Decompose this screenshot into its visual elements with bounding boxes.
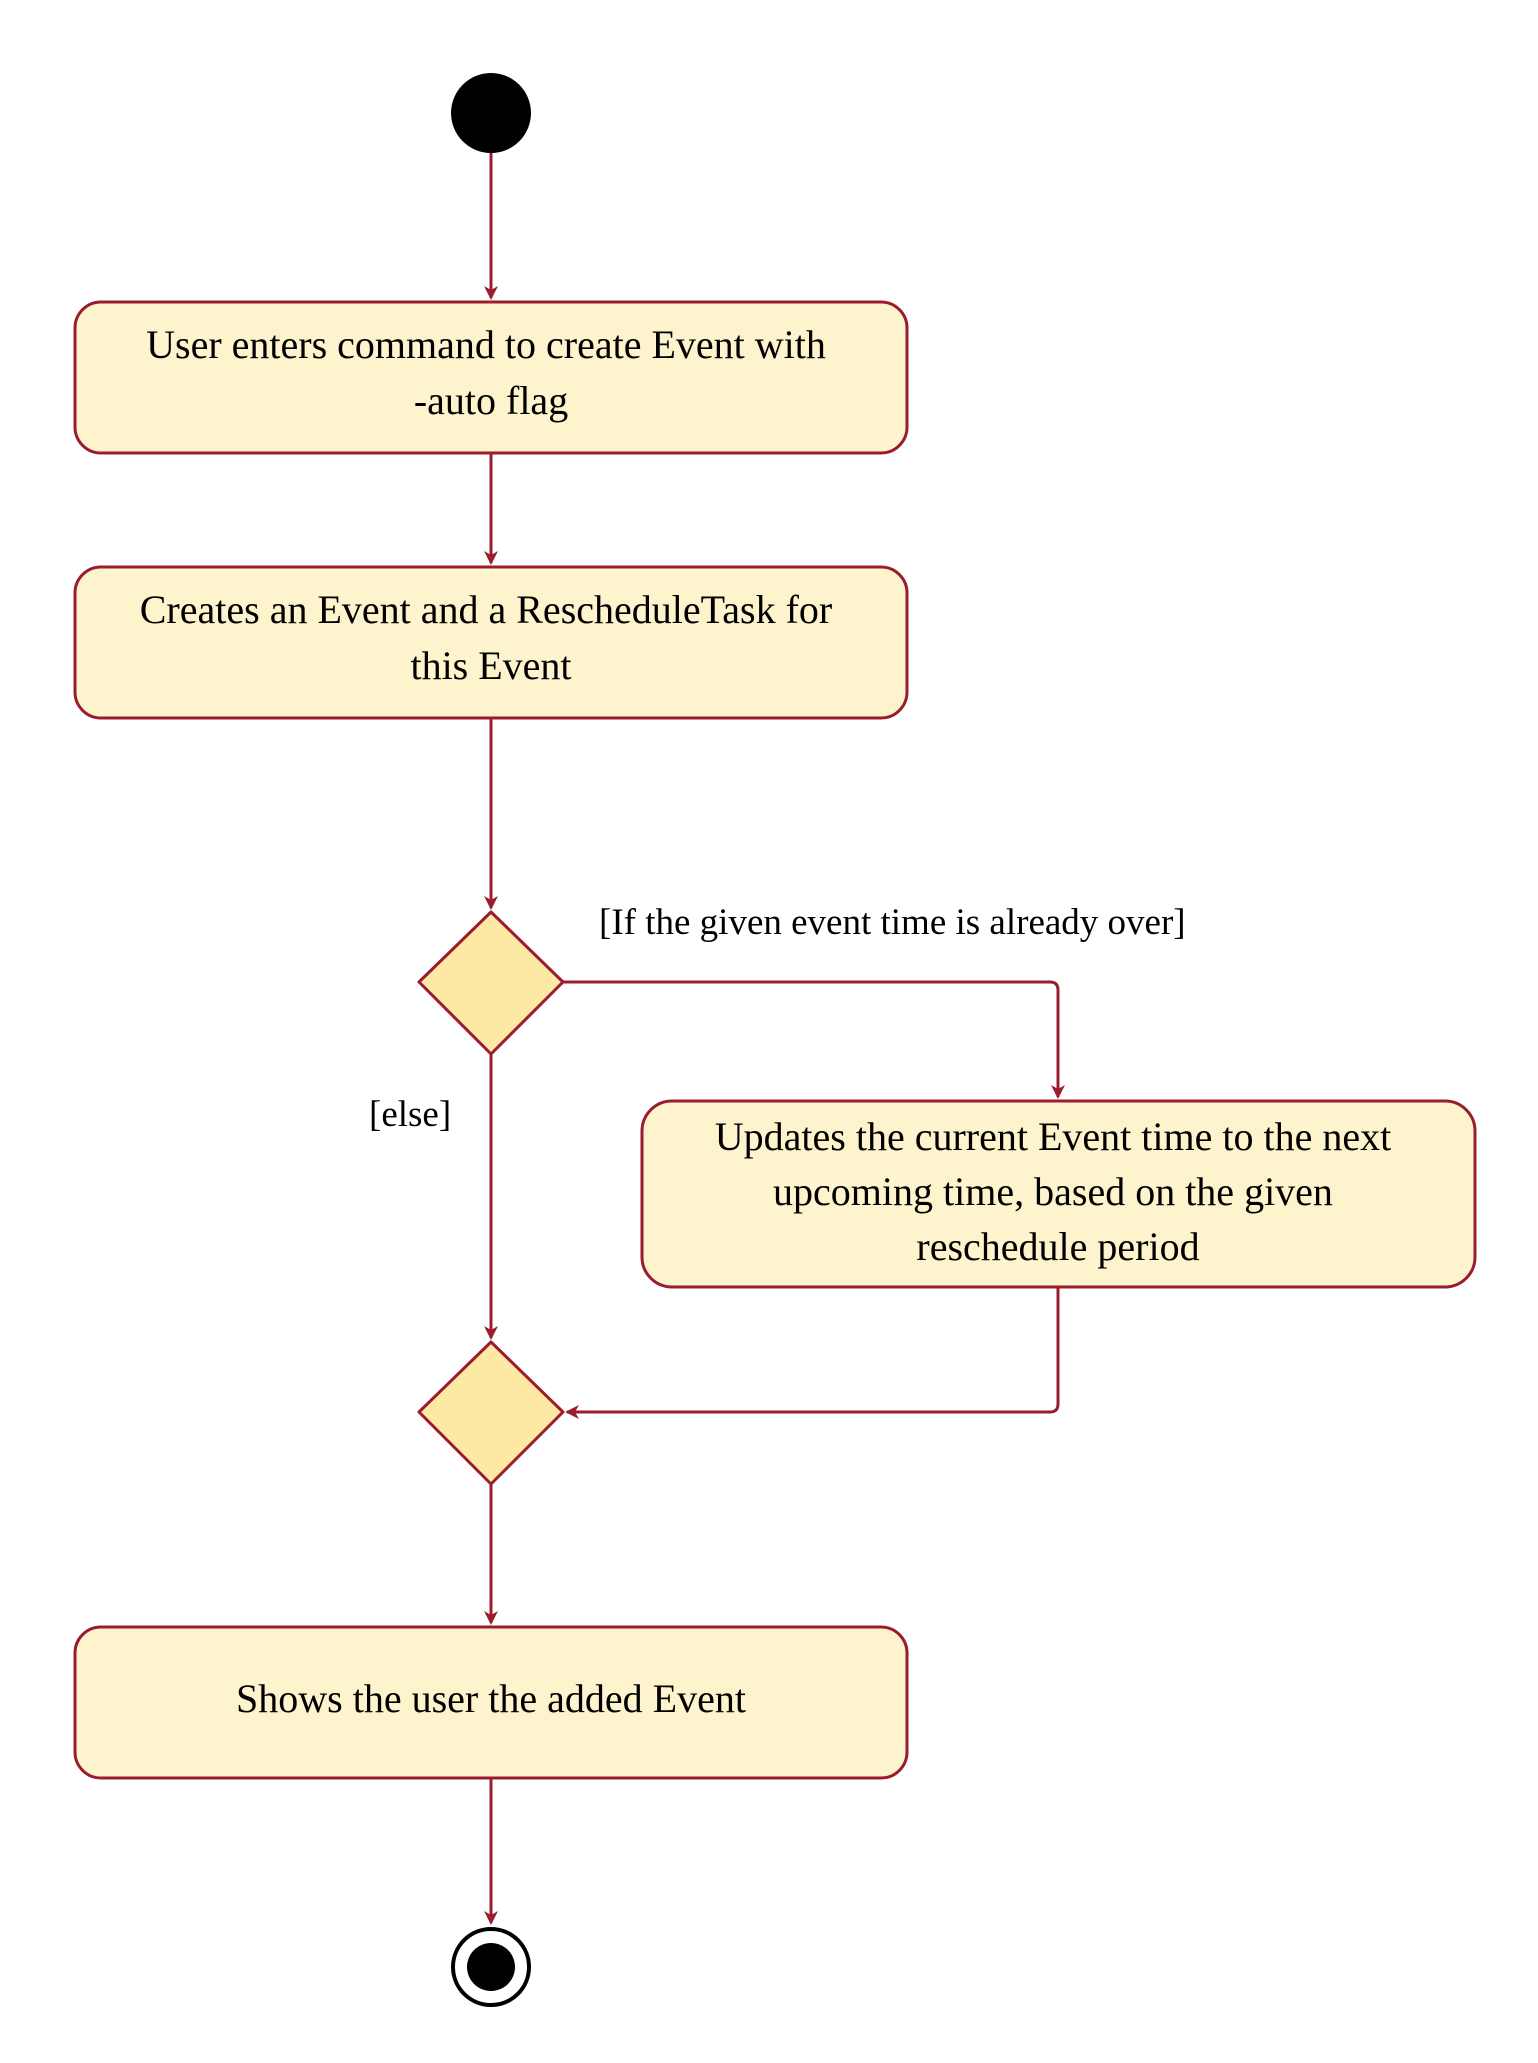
action-label-line: Shows the user the added Event [236, 1676, 746, 1721]
svg-text:User enters command to create: User enters command to create Event with… [146, 322, 836, 423]
action-show-added-event: Shows the user the added Event [73, 1625, 909, 1780]
start-node [451, 73, 531, 153]
action-label-line: Updates the current Event time to the ne… [715, 1114, 1391, 1159]
action-update-event-time: Updates the current Event time to the ne… [640, 1099, 1477, 1289]
svg-text:Shows the user the added Event: Shows the user the added Event [236, 1676, 746, 1721]
action-label-line: -auto flag [414, 378, 568, 423]
end-node [451, 1927, 531, 2007]
merge-node [417, 1340, 565, 1486]
svg-text:Creates an Event and a Resched: Creates an Event and a RescheduleTask fo… [140, 587, 842, 688]
action-label-line: Creates an Event and a RescheduleTask fo… [140, 587, 832, 632]
action-label-line: this Event [410, 643, 571, 688]
action-create-event-and-task: Creates an Event and a RescheduleTask fo… [73, 565, 909, 720]
guard-label-overdue: [If the given event time is already over… [599, 902, 1186, 943]
action-user-enters-command: User enters command to create Event with… [73, 300, 909, 455]
action-label-line: User enters command to create Event with [146, 322, 826, 367]
decision-node [417, 910, 565, 1056]
action-label-line: upcoming time, based on the given [773, 1169, 1333, 1214]
edge-update-to-merge [565, 1287, 1060, 1419]
edge-decision-to-update [563, 980, 1065, 1099]
guard-label-else: [else] [369, 1094, 451, 1135]
action-label-line: reschedule period [916, 1224, 1199, 1269]
svg-text:Updates the current Event time: Updates the current Event time to the ne… [715, 1114, 1401, 1269]
